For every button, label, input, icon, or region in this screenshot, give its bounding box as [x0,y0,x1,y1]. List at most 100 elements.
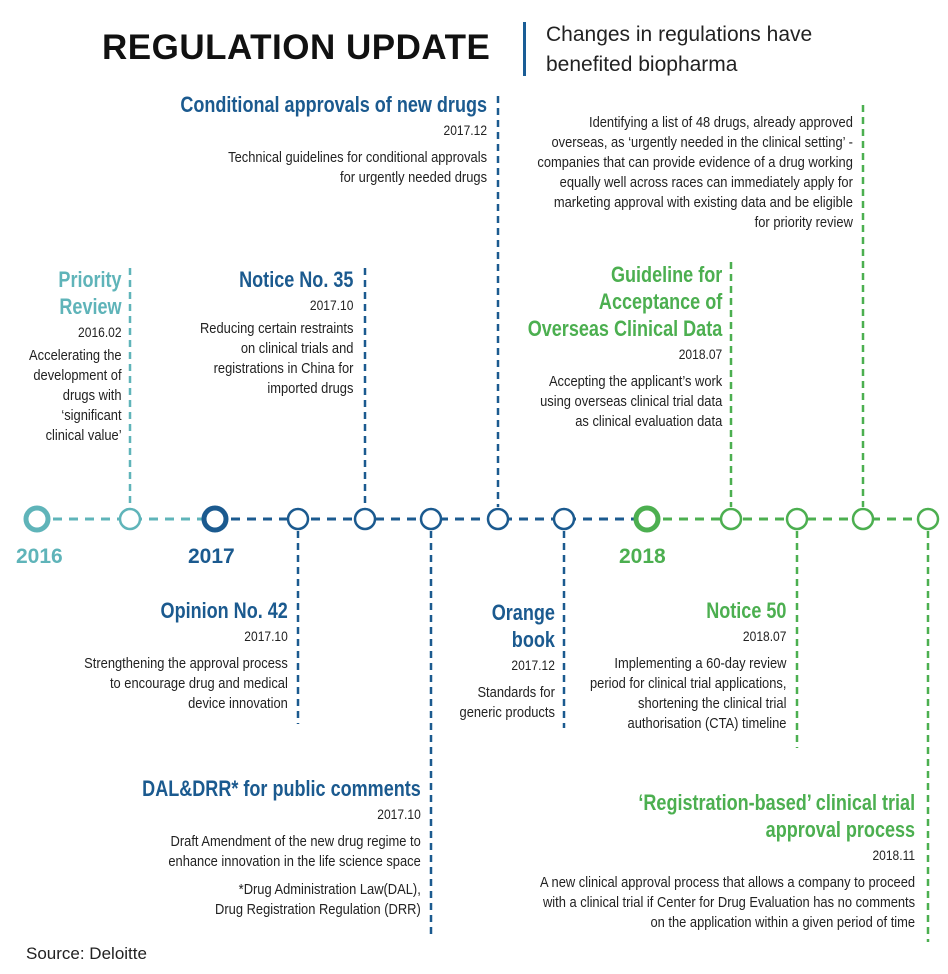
node-orange-book [552,507,576,531]
page-title: REGULATION UPDATE [102,28,491,67]
event-description: Reducing certain restraints on clinical … [200,319,353,399]
desc-line: imported drugs [266,380,353,397]
event-description: Strengthening the approval process to en… [84,654,288,714]
desc-line: Accepting the applicant’s work [548,373,722,390]
desc-line: Technical guidelines for conditional app… [228,149,487,166]
event-description: Draft Amendment of the new drug regime t… [129,832,421,872]
event-title: DAL&DRR* for public comments [142,776,421,801]
desc-line: for priority review [754,214,853,231]
event-description: Standards for generic products [460,683,555,723]
event-date: 2017.12 [443,122,487,138]
event-title: Opinion No. 42 [160,598,288,623]
event-title: Acceptance of [598,289,722,314]
node-conditional [486,507,510,531]
node-guideline [719,507,743,531]
desc-line: on clinical trials and [240,340,353,357]
desc-line: authorisation (CTA) timeline [627,715,786,732]
footnote-line: Drug Registration Regulation (DRR) [215,901,421,918]
desc-line: period for clinical trial applications, [589,675,786,692]
desc-line: registrations in China for [213,360,353,377]
desc-line: as clinical evaluation data [574,413,722,430]
event-priority-review: Priority Review 2016.02 Accelerating the… [14,266,122,446]
event-date: 2018.07 [742,628,786,644]
desc-line: Implementing a 60-day review [613,655,786,672]
event-title: Orange [491,600,555,625]
event-title: Guideline for [610,262,722,287]
event-notice-50: Notice 50 2018.07 Implementing a 60-day … [558,597,786,734]
event-description: Accepting the applicant’s work using ove… [518,372,722,432]
event-date: 2017.12 [511,657,555,673]
node-notice-50 [785,507,809,531]
event-date: 2017.10 [244,628,288,644]
desc-line: marketing approval with existing data an… [553,194,853,211]
source-credit: Source: Deloitte [26,944,147,963]
event-title: Notice 50 [705,598,786,623]
node-opinion-42 [286,507,310,531]
event-notice-35: Notice No. 35 2017.10 Reducing certain r… [175,266,353,399]
node-priority-review [118,507,142,531]
desc-line: Draft Amendment of the new drug regime t… [170,833,421,850]
node-registration [916,507,940,531]
desc-line: Strengthening the approval process [84,655,288,672]
event-orange-book: Orange book 2017.12 Standards for generi… [444,599,555,723]
title-divider [523,22,526,76]
year-label-2018: 2018 [619,545,666,568]
desc-line: on the application within a given period… [650,914,915,931]
year-label-2017: 2017 [188,545,235,568]
desc-line: using overseas clinical trial data [539,393,722,410]
event-date: 2017.10 [309,297,353,313]
desc-line: generic products [459,704,555,721]
desc-line: device innovation [188,695,288,712]
event-description: Accelerating the development of drugs wi… [29,346,122,446]
event-title: approval process [765,817,915,842]
event-urgent-list: Identifying a list of 48 drugs, already … [486,111,853,233]
event-title: Review [59,294,122,319]
desc-line: shortening the clinical trial [637,695,786,712]
event-description: Technical guidelines for conditional app… [165,148,487,188]
node-2018 [633,505,661,533]
desc-line: Accelerating the [29,347,122,364]
event-date: 2018.11 [872,847,915,863]
event-dal-drr: DAL&DRR* for public comments 2017.10 Dra… [81,775,421,920]
event-title: Priority [58,267,122,292]
node-urgent-list [851,507,875,531]
desc-line: A new clinical approval process that all… [539,874,915,891]
event-title: ‘Registration-based’ clinical trial [638,790,915,815]
subtitle-line-2: benefited biopharma [546,53,738,76]
event-footnote: *Drug Administration Law(DAL), Drug Regi… [129,880,421,920]
node-2017 [201,505,229,533]
desc-line: Reducing certain restraints [199,320,353,337]
event-date: 2016.02 [78,324,122,340]
desc-line: to encourage drug and medical [110,675,289,692]
event-description: Implementing a 60-day review period for … [590,654,786,734]
desc-line: for urgently needed drugs [339,169,487,186]
event-conditional-approvals: Conditional approvals of new drugs 2017.… [113,91,487,188]
event-date: 2018.07 [678,346,722,362]
desc-line: enhance innovation in the life science s… [168,853,421,870]
event-registration-based: ‘Registration-based’ clinical trial appr… [479,789,915,933]
event-title: Conditional approvals of new drugs [180,92,487,117]
event-title: Overseas Clinical Data [527,316,722,341]
desc-line: development of [33,367,123,384]
event-title: book [511,627,555,652]
desc-line: companies that can provide evidence of a… [537,154,853,171]
node-dal [419,507,443,531]
event-title: Notice No. 35 [238,267,353,292]
desc-line: with a clinical trial if Center for Drug… [542,894,915,911]
desc-line: clinical value’ [45,427,122,444]
node-2016 [23,505,51,533]
desc-line: Identifying a list of 48 drugs, already … [589,114,853,131]
desc-line: drugs with [63,387,122,404]
subtitle: Changes in regulations have benefited bi… [546,20,812,80]
node-notice-35 [353,507,377,531]
footnote-line: *Drug Administration Law(DAL), [238,881,421,898]
desc-line: equally well across races can immediatel… [559,174,853,191]
event-description: Identifying a list of 48 drugs, already … [537,113,853,233]
desc-line: ‘significant [61,407,122,424]
year-label-2016: 2016 [16,545,63,568]
event-date: 2017.10 [377,806,421,822]
desc-line: overseas, as ‘urgently needed in the cli… [551,134,853,151]
subtitle-line-1: Changes in regulations have [546,23,813,46]
event-guideline-overseas-data: Guideline for Acceptance of Overseas Cli… [485,261,722,432]
